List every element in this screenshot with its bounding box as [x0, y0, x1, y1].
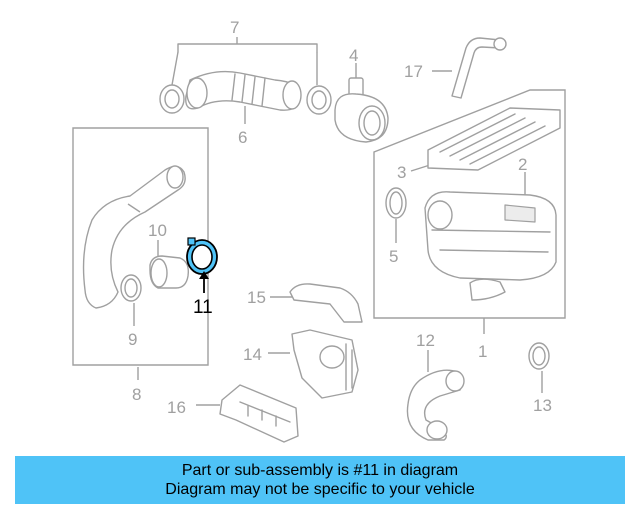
- part-9-clamp: [120, 274, 142, 326]
- part-17-tube: [432, 37, 507, 99]
- callout-13: 13: [533, 396, 552, 415]
- callout-15: 15: [247, 288, 266, 307]
- callout-6: 6: [238, 128, 247, 147]
- callout-8: 8: [132, 385, 141, 404]
- part-5-seal: [385, 187, 407, 243]
- group-box-8: [72, 127, 209, 366]
- part-2-airbox: [424, 172, 557, 301]
- part-13-clamp: [528, 342, 550, 393]
- callout-9: 9: [128, 330, 137, 349]
- callout-1: 1: [478, 342, 487, 361]
- part-6-intake-hose: [159, 37, 332, 124]
- info-banner: Part or sub-assembly is #11 in diagram D…: [15, 456, 625, 504]
- callout-16: 16: [167, 398, 186, 417]
- part-15-cover: [270, 283, 363, 323]
- callout-11: 11: [193, 297, 213, 318]
- part-10-hose: [149, 240, 190, 289]
- callout-4: 4: [349, 46, 358, 65]
- part-14-housing: [268, 329, 359, 399]
- callout-2: 2: [518, 155, 527, 174]
- part-8-duct: [82, 165, 186, 380]
- callout-5: 5: [389, 247, 398, 266]
- banner-line-1: Part or sub-assembly is #11 in diagram: [181, 462, 459, 479]
- part-4-sensor: [334, 63, 389, 143]
- callout-10: 10: [148, 221, 167, 240]
- banner-line-2: Diagram may not be specific to your vehi…: [165, 481, 475, 498]
- group-box-1: [373, 89, 566, 319]
- part-16-duct: [196, 384, 299, 443]
- callout-3: 3: [397, 163, 406, 182]
- callout-12: 12: [416, 331, 435, 350]
- part-12-hose: [406, 350, 465, 441]
- callout-14: 14: [243, 345, 262, 364]
- callout-7: 7: [230, 18, 239, 37]
- part-3-filter: [410, 107, 561, 172]
- part-11-clamp-highlighted: [186, 237, 218, 293]
- callout-17: 17: [404, 62, 423, 81]
- parts-diagram: 1 2 3 4 5 6 7 8 9 10 11 12 13 14 15 16 1…: [72, 18, 566, 443]
